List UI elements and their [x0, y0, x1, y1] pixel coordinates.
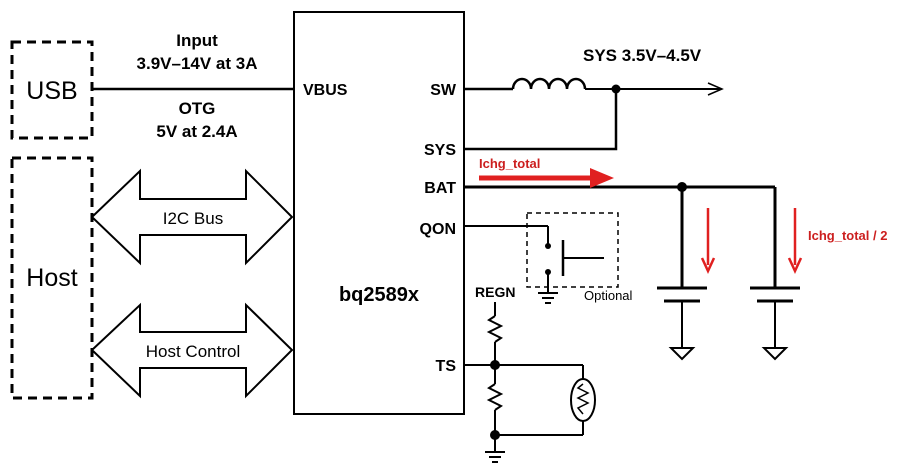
battery-2-icon	[750, 286, 800, 361]
otg-value: 5V at 2.4A	[156, 122, 237, 141]
battery-1-icon	[657, 286, 707, 361]
host-block: Host	[10, 156, 94, 400]
chip-block: bq2589x	[293, 11, 465, 415]
ts-network	[464, 302, 584, 463]
pin-ts: TS	[436, 358, 457, 375]
usb-block: USB	[10, 40, 94, 140]
charge-current-arrow	[479, 168, 614, 188]
battery-2-current-arrow	[787, 208, 803, 274]
inductor-icon	[511, 77, 587, 90]
regn-label: REGN	[475, 284, 515, 300]
pin-sys: SYS	[424, 142, 456, 159]
pin-vbus: VBUS	[303, 82, 348, 99]
chip-name: bq2589x	[339, 284, 419, 306]
host-control-arrow: Host Control	[90, 302, 294, 399]
thermistor-icon	[570, 378, 596, 422]
qon-switch	[464, 212, 619, 304]
ichg-half-label: Ichg_total / 2	[808, 228, 887, 243]
host-label: Host	[26, 264, 77, 292]
pin-bat: BAT	[424, 180, 456, 197]
i2c-bus-arrow: I2C Bus	[90, 168, 294, 266]
pin-sw: SW	[430, 82, 457, 99]
usb-label: USB	[26, 77, 77, 105]
pin-qon: QON	[420, 221, 456, 238]
sys-output-label: SYS 3.5V–4.5V	[583, 46, 702, 65]
host-control-label: Host Control	[146, 342, 240, 361]
ichg-total-label: Ichg_total	[479, 156, 540, 171]
input-title: Input	[176, 31, 218, 50]
inductor-output	[464, 77, 724, 151]
optional-label: Optional	[584, 288, 633, 303]
bat-wire	[464, 182, 777, 287]
otg-title: OTG	[179, 99, 216, 118]
battery-1-current-arrow	[700, 208, 716, 274]
i2c-bus-label: I2C Bus	[163, 209, 223, 228]
input-range: 3.9V–14V at 3A	[137, 54, 258, 73]
